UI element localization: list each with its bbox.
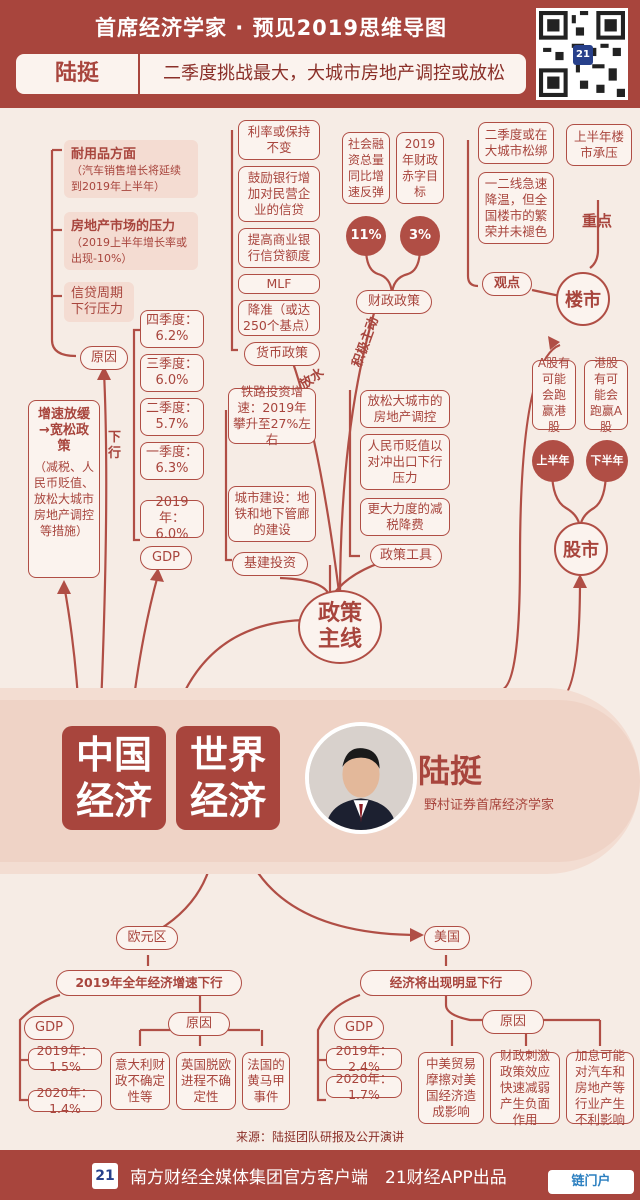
gdp-2019: 2019年：6.0%: [140, 495, 204, 542]
usa-gdp-node: GDP: [334, 1016, 384, 1040]
gdp-q4: 四季度：6.2%: [140, 310, 204, 348]
fiscal-value-2: 3%: [400, 216, 440, 256]
usa-reason-2: 财政刺激政策效应快速减弱产生负面作用: [490, 1048, 560, 1127]
tools-node: 政策工具: [370, 544, 442, 568]
fiscal-policy-node: 财政政策: [356, 290, 432, 314]
policy-main-node: 政策主线: [298, 590, 382, 664]
footer-text: 南方财经全媒体集团官方客户端 21财经APP出品: [130, 1168, 507, 1188]
fiscal-value-1: 11%: [346, 216, 386, 256]
economist-title: 野村证券首席经济学家: [424, 798, 555, 813]
credit-note: 信贷周期下行压力: [64, 282, 134, 322]
property-title: 房地产市场的压力: [71, 219, 176, 234]
down-label: 下行: [108, 430, 122, 461]
property-note: 房地产市场的压力 （2019上半年增长率或出现-10%）: [64, 212, 198, 270]
source-note: 来源：陆挺团队研报及公开演讲: [235, 1130, 404, 1144]
durables-note: 耐用品方面 （汽车销售增长将延续到2019年上半年）: [64, 140, 198, 198]
durables-text: （汽车销售增长将延续到2019年上半年）: [71, 164, 181, 193]
watermark-logo: 链门户: [548, 1170, 634, 1194]
policy-main-label: 政策主线: [317, 601, 362, 652]
monetary-policy-node: 货币政策: [244, 342, 320, 366]
usa-gdp-2019: 2019年：2.4%: [326, 1043, 402, 1074]
monetary-item-5: 降准（或达250个基点）: [238, 300, 320, 336]
usa-reason-1: 中美贸易摩擦对美国经济造成影响: [418, 1052, 484, 1124]
gdp-q2: 二季度：5.7%: [140, 398, 204, 436]
stocks-item-2: 港股有可能会跑赢A股: [584, 356, 628, 434]
headline-name: 陆挺: [16, 54, 140, 94]
policy-shift-title: 增速放缓→宽松政策: [37, 407, 90, 454]
world-economy-node: 世界经济: [176, 726, 280, 830]
fiscal-item-1: 社会融资总量同比增速反弹: [342, 132, 390, 204]
eurozone-reason-node: 原因: [168, 1012, 230, 1036]
policy-shift-box: 增速放缓→宽松政策 （减税、人民币贬值、放松大城市房地产调控等措施）: [28, 400, 100, 578]
stocks-tag-2: 下半年: [586, 440, 628, 482]
credit-text: 信贷周期下行压力: [71, 286, 124, 317]
page-title: 首席经济学家 · 预见2019思维导图: [94, 16, 448, 40]
usa-reason-node: 原因: [482, 1010, 544, 1034]
portrait-icon: [309, 726, 413, 830]
monetary-item-4: MLF: [238, 274, 320, 294]
headline-text: 二季度挑战最大，大城市房地产调控或放松: [163, 63, 505, 84]
view-node: 观点: [482, 272, 532, 296]
monetary-item-2: 鼓励银行增加对民营企业的信贷: [238, 166, 320, 222]
stocks-node: 股市: [554, 522, 608, 576]
qr-logo-icon: 21: [573, 45, 593, 65]
app-logo-icon[interactable]: 21: [92, 1163, 118, 1189]
monetary-item-3: 提高商业银行信贷额度: [238, 228, 320, 268]
gdp-node: GDP: [140, 546, 192, 570]
housing-item-1: 二季度或在大城市松绑: [478, 122, 554, 164]
stocks-item-1: A股有可能会跑赢港股: [532, 356, 576, 434]
tools-item-1: 放松大城市的房地产调控: [360, 390, 450, 428]
tools-item-3: 更大力度的减税降费: [360, 498, 450, 536]
qr-code[interactable]: 21: [536, 8, 628, 100]
infra-node: 基建投资: [232, 552, 308, 576]
china-economy-node: 中国经济: [62, 726, 166, 830]
infra-item-1: 铁路投资增速：2019年攀升至27%左右: [228, 384, 316, 447]
infra-item-2: 城市建设：地铁和地下管廊的建设: [228, 486, 316, 542]
fiscal-item-2: 2019年财政赤字目标: [396, 132, 444, 204]
gdp-q3: 三季度：6.0%: [140, 354, 204, 392]
proactive-arrow-label: 积极主动: [349, 315, 382, 370]
eurozone-gdp-2019: 2019年：1.5%: [28, 1043, 102, 1074]
eurozone-reason-1: 意大利财政不确定性等: [110, 1052, 170, 1110]
usa-headline: 经济将出现明显下行: [360, 970, 532, 996]
headline-bar: 陆挺 二季度挑战最大，大城市房地产调控或放松: [16, 54, 526, 94]
economist-photo: [305, 722, 417, 834]
eurozone-headline: 2019年全年经济增速下行: [56, 970, 242, 996]
focus-label: 重点: [582, 212, 613, 230]
durables-title: 耐用品方面: [71, 147, 137, 162]
housing-item-3: 上半年楼市承压: [566, 124, 632, 166]
usa-reason-3: 加息可能对汽车和房地产等行业产生不利影响: [566, 1048, 634, 1127]
usa-gdp-2020: 2020年：1.7%: [326, 1071, 402, 1102]
eurozone-gdp-node: GDP: [24, 1016, 74, 1040]
stocks-label: 股市: [563, 540, 599, 561]
reason-node: 原因: [80, 346, 128, 370]
property-text: （2019上半年增长率或出现-10%）: [71, 236, 187, 265]
housing-item-2: 一二线急速降温，但全国楼市的繁荣并未褪色: [478, 172, 554, 244]
eurozone-reason-2: 英国脱欧进程不确定性: [176, 1052, 236, 1110]
economist-name: 陆挺: [418, 752, 483, 790]
usa-node: 美国: [424, 926, 470, 950]
housing-node: 楼市: [556, 272, 610, 326]
stocks-tag-1: 上半年: [532, 440, 574, 482]
eurozone-reason-3: 法国的黄马甲事件: [242, 1052, 290, 1110]
eurozone-gdp-2020: 2020年：1.4%: [28, 1085, 102, 1116]
eurozone-node: 欧元区: [116, 926, 178, 950]
monetary-item-1: 利率或保持不变: [238, 120, 320, 160]
policy-shift-text: （减税、人民币贬值、放松大城市房地产调控等措施）: [33, 460, 94, 538]
housing-label: 楼市: [565, 290, 601, 311]
tools-item-2: 人民币贬值以对冲出口下行压力: [360, 434, 450, 490]
gdp-q1: 一季度：6.3%: [140, 442, 204, 480]
